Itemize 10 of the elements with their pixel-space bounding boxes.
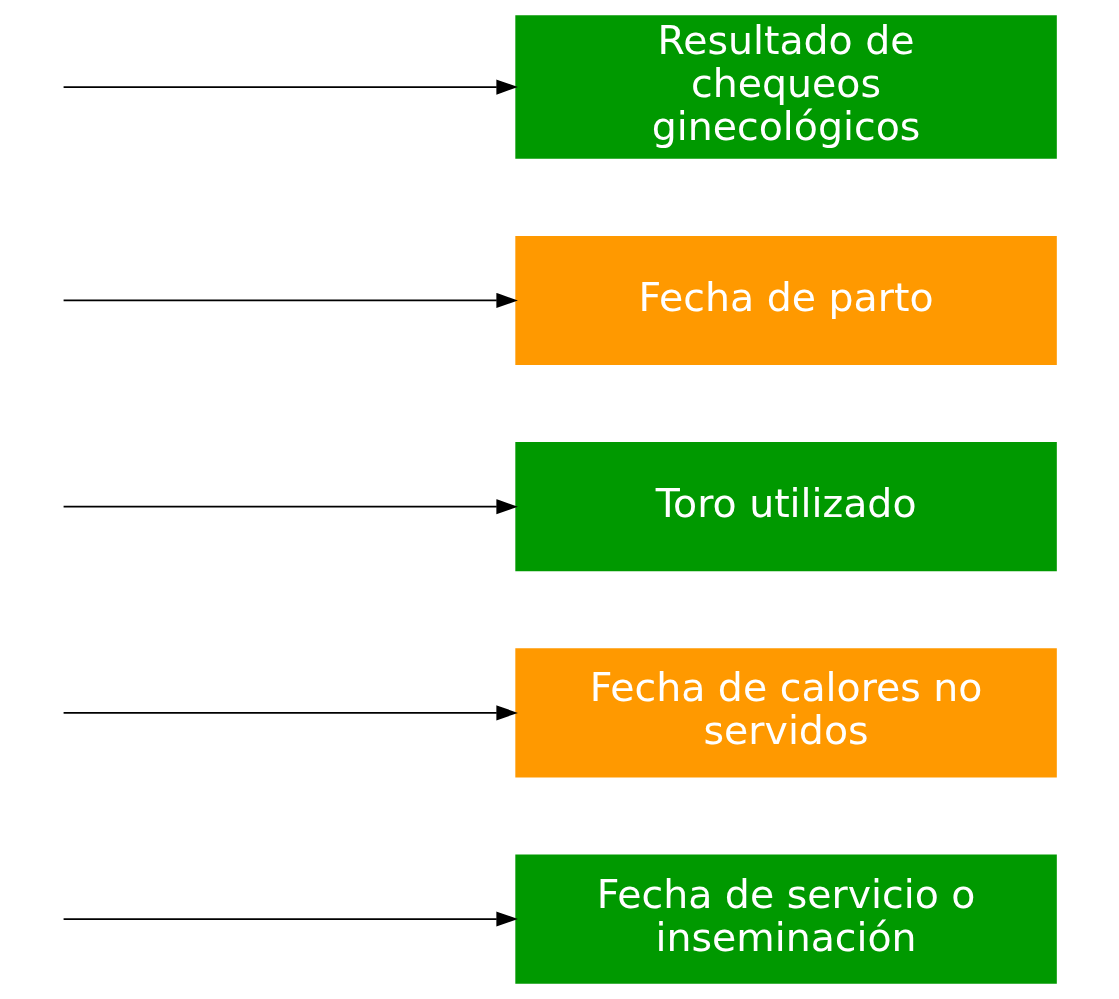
arrow — [62, 911, 518, 927]
arrow — [62, 499, 518, 515]
node-box: Toro utilizado — [515, 442, 1057, 572]
arrow — [62, 705, 518, 721]
node-box: Fecha de calores no servidos — [515, 648, 1057, 778]
node-box: Fecha de servicio o inseminación — [515, 854, 1057, 984]
arrow — [62, 79, 518, 95]
node-box: Resultado de chequeos ginecológicos — [515, 15, 1057, 159]
arrow — [62, 292, 518, 308]
node-box: Fecha de parto — [515, 235, 1057, 365]
